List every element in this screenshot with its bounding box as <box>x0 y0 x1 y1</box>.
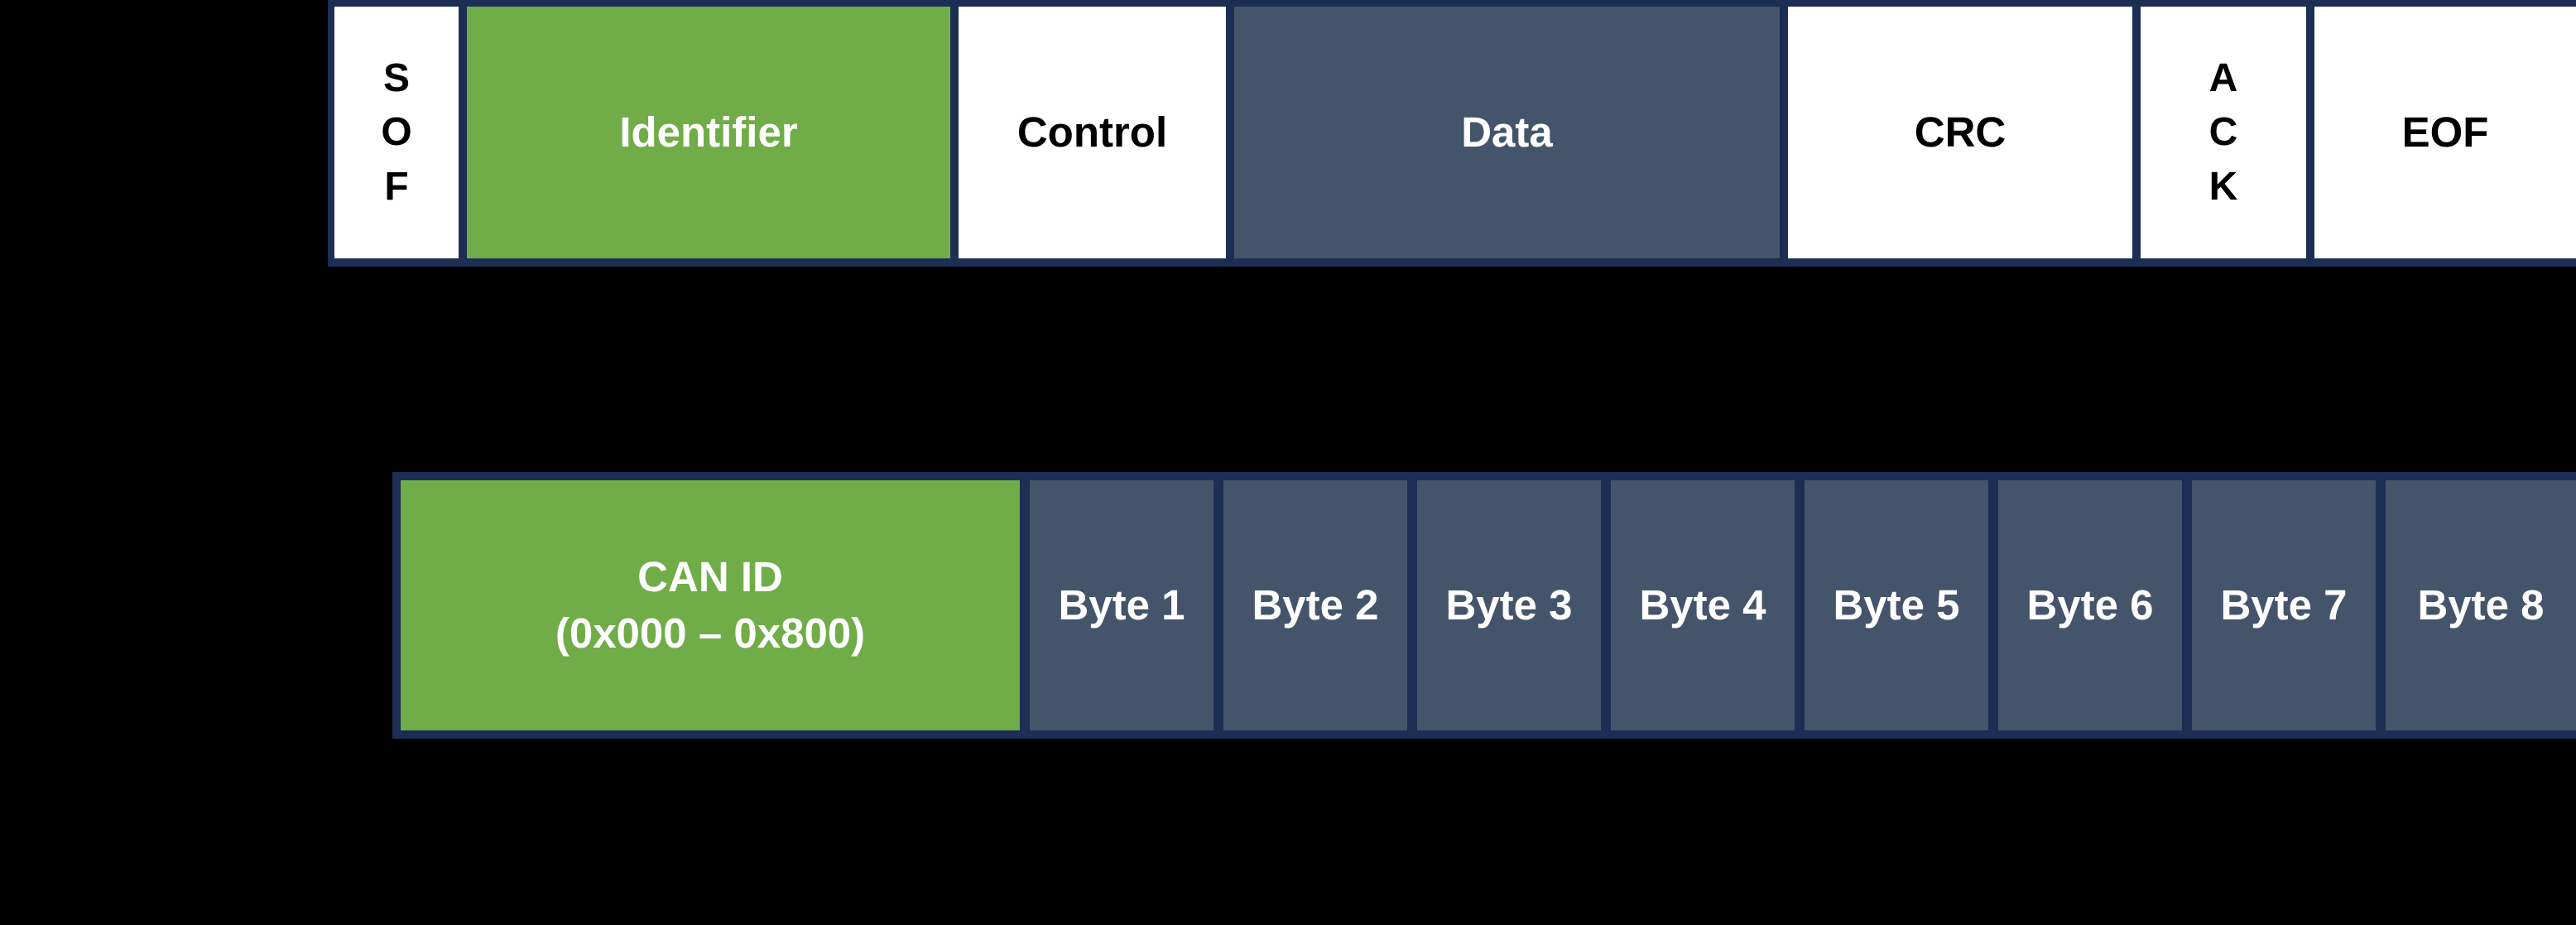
field-byte-8: Byte 8 <box>2386 480 2576 730</box>
field-byte-6: Byte 6 <box>1998 480 2182 730</box>
field-crc: CRC <box>1788 7 2132 258</box>
field-byte-4: Byte 4 <box>1611 480 1795 730</box>
field-eof: EOF <box>2314 7 2576 258</box>
can-data-row: CAN ID (0x000 – 0x800) Byte 1 Byte 2 Byt… <box>392 472 2576 739</box>
field-byte-2: Byte 2 <box>1223 480 1407 730</box>
field-control: Control <box>959 7 1226 258</box>
field-byte-7: Byte 7 <box>2192 480 2376 730</box>
field-data: Data <box>1234 7 1780 258</box>
field-identifier: Identifier <box>467 7 950 258</box>
field-can-id: CAN ID (0x000 – 0x800) <box>401 480 1020 730</box>
field-ack: A C K <box>2141 7 2306 258</box>
can-frame-row: S O F Identifier Control Data CRC A C K … <box>328 0 2576 267</box>
field-byte-5: Byte 5 <box>1805 480 1988 730</box>
field-byte-1: Byte 1 <box>1030 480 1214 730</box>
field-sof: S O F <box>334 7 459 258</box>
field-byte-3: Byte 3 <box>1417 480 1601 730</box>
